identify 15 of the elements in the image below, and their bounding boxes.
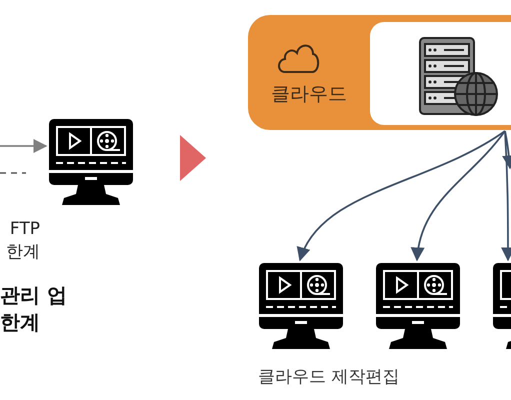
server-panel <box>370 22 511 125</box>
arrow <box>501 130 511 262</box>
arrow <box>412 130 506 262</box>
arrow <box>298 130 506 262</box>
panel-label: 클라우드 <box>270 82 348 107</box>
monitor-icon <box>375 262 461 350</box>
arrow <box>502 130 511 170</box>
arrow <box>0 139 48 153</box>
cloud-panel <box>248 15 511 130</box>
note: 관리 업 한계 <box>0 282 68 336</box>
monitor-icon <box>492 262 511 350</box>
monitor-icon <box>258 262 344 350</box>
caption: FTP 한계 <box>5 218 40 264</box>
caption: 클라우드 제작편집 <box>258 366 400 389</box>
monitor-icon <box>48 118 134 206</box>
